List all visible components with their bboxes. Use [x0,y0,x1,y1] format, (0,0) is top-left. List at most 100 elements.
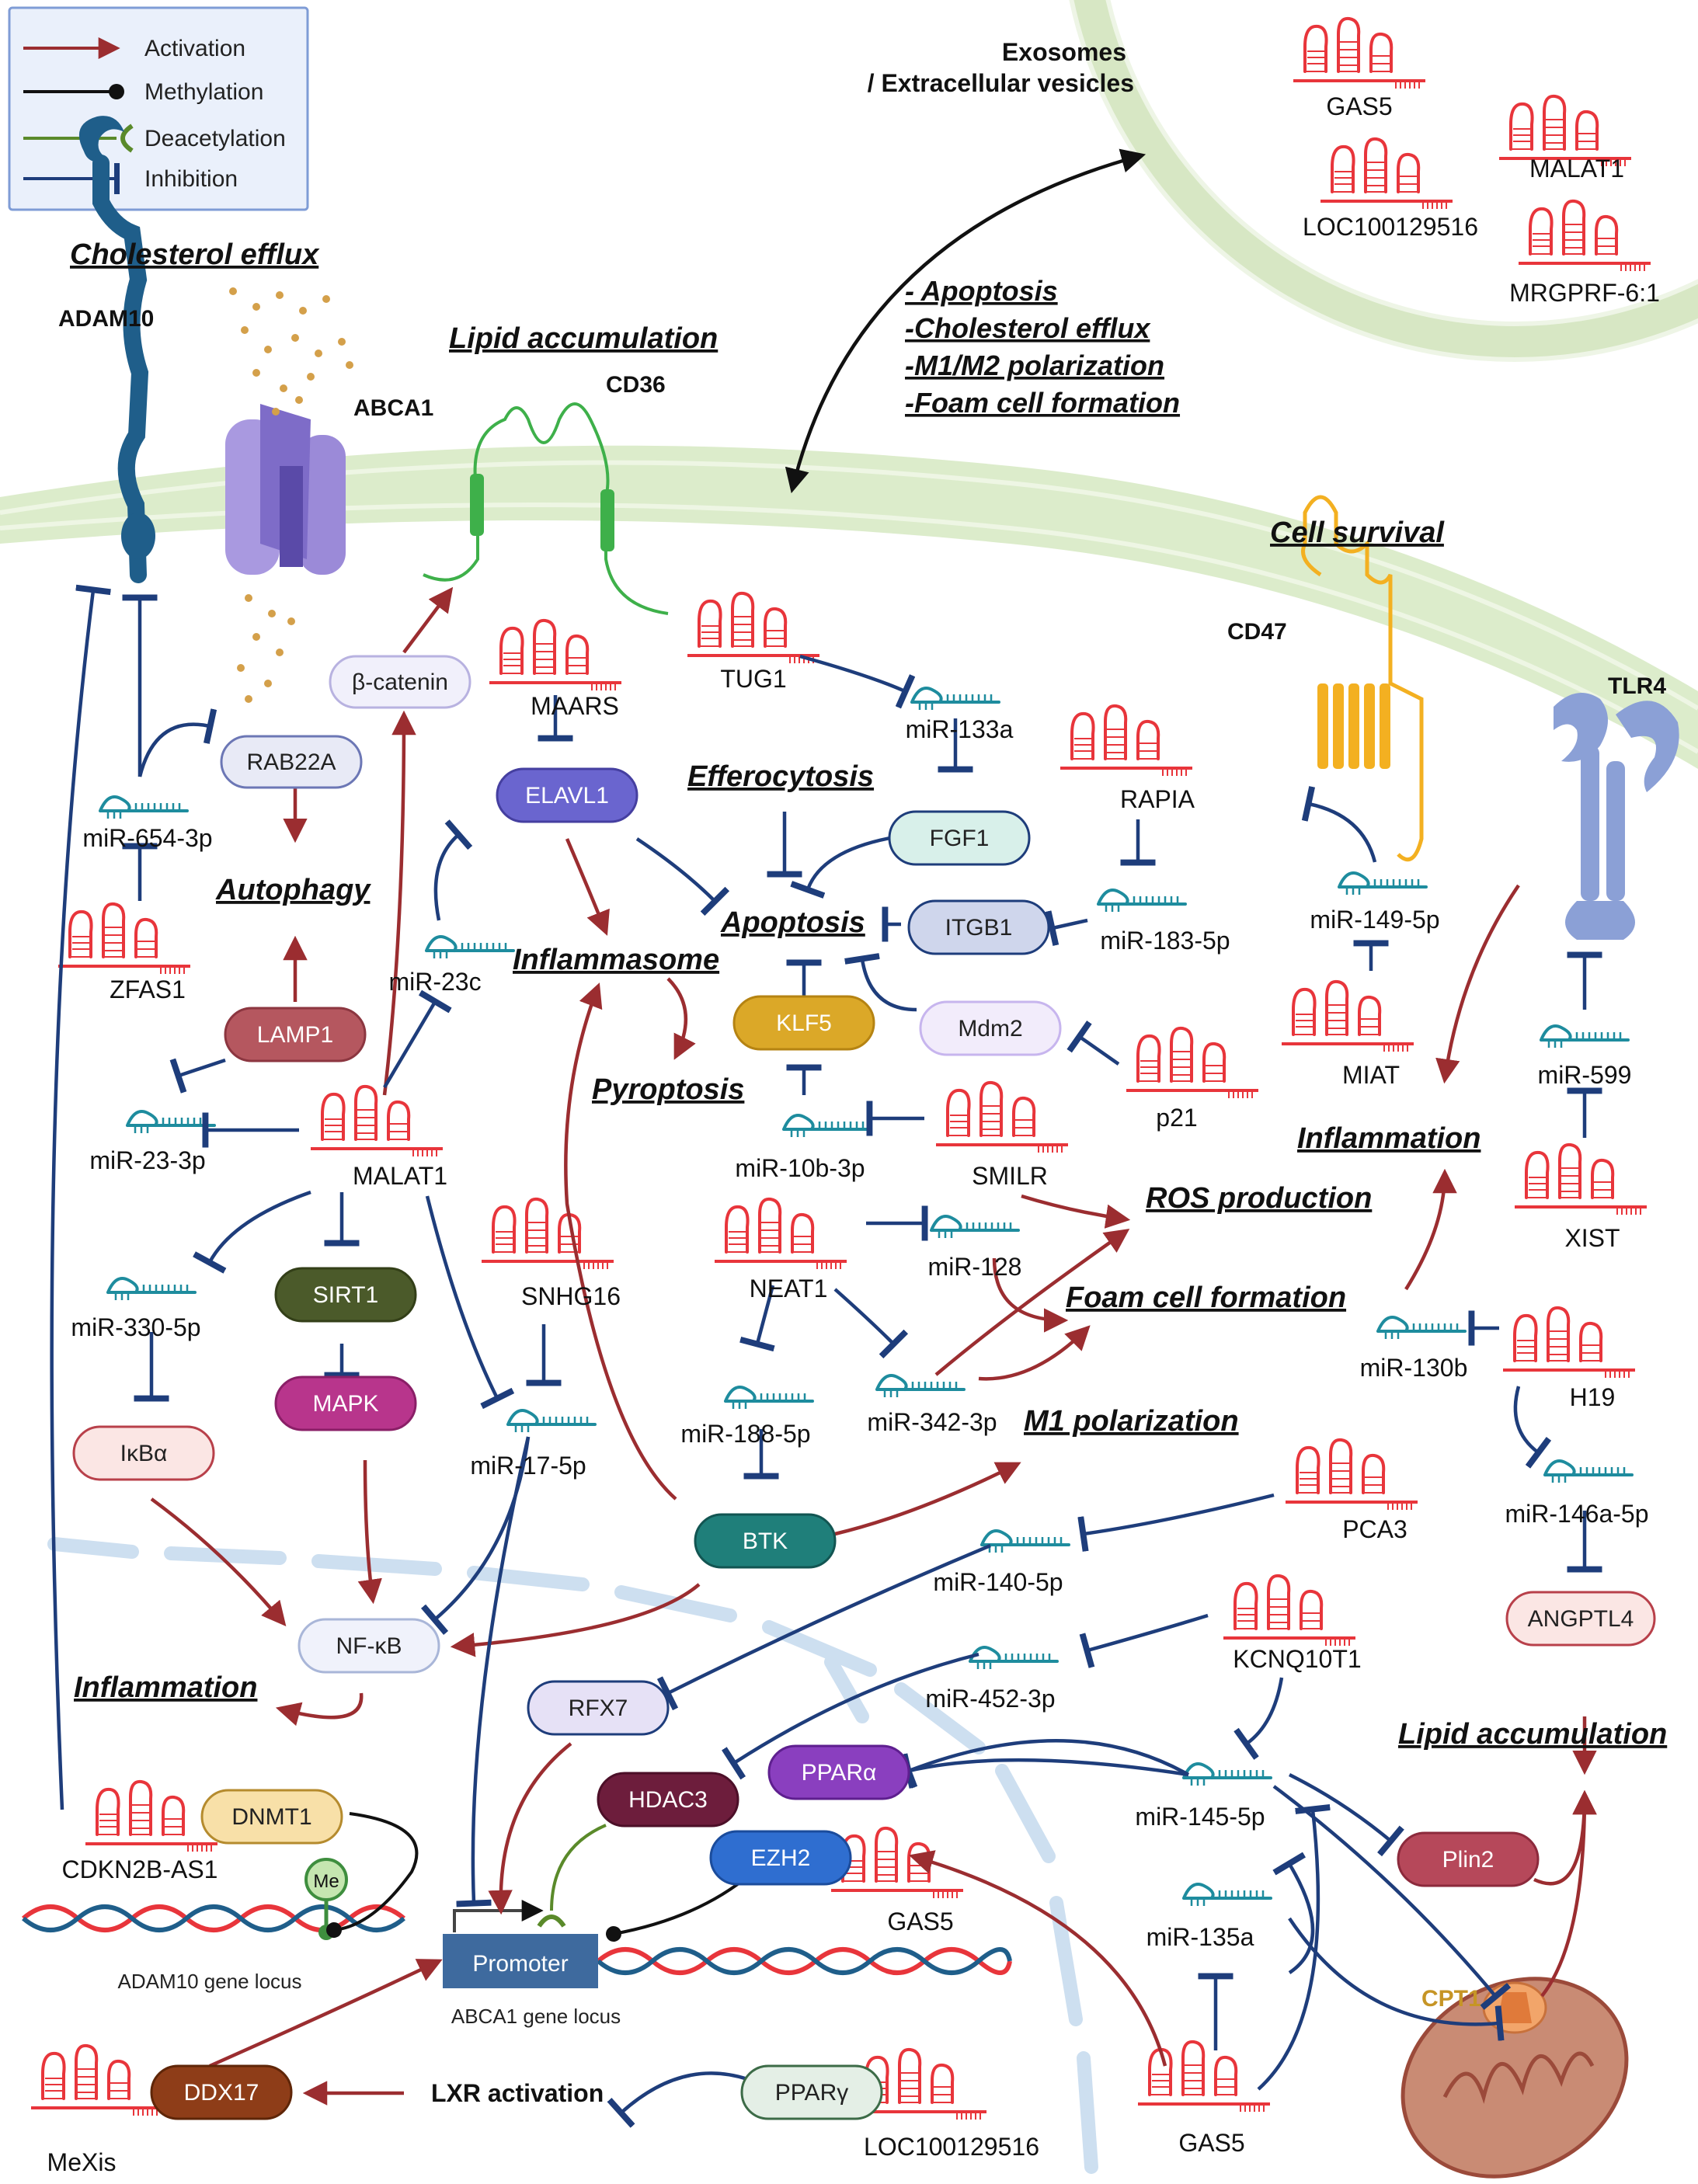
process-inflammasome: Inflammasome [513,944,719,976]
mir-10b-glyph [782,1114,872,1139]
dnmt1-methylation [326,1812,419,1938]
lamp1-label: LAMP1 [257,1022,333,1048]
mapk-node [274,1375,417,1431]
process-foam-cell-formation: Foam cell formation [1066,1282,1346,1314]
lncrna-labels: MAARS TUG1 RAPIA ZFAS1 MALAT1 SNHG16 SMI… [47,665,1620,2176]
mir-342-label: miR-342-3p [867,1408,997,1436]
process-lipid-accumulation-top: Lipid accumulation [449,322,718,355]
exo-mrgprf-label: MRGPRF-6:1 [1509,279,1660,307]
mirna-labels: miR-133a miR-654-3p miR-23c miR-23-3p mi… [71,715,1648,1951]
mir-342-glyph [875,1374,966,1399]
malat1-rna [311,1084,443,1158]
p21-rna [1126,1026,1258,1100]
mitochondrion [1401,1977,1629,2179]
fgf1-label: FGF1 [930,826,990,851]
dna-adam10 [22,1904,405,1932]
cpt1-label: CPT1 [1421,1986,1481,2012]
rfx7-node [527,1680,670,1736]
protein-labels: β-catenin RAB22A ELAVL1 FGF1 ITGB1 KLF5 … [120,669,1634,2106]
nuclear-envelope [47,1537,1098,2174]
process-pyroptosis: Pyroptosis [592,1073,744,1106]
beta-catenin-label: β-catenin [352,669,448,695]
mir-130b-label: miR-130b [1360,1354,1468,1382]
mir-188-label: miR-188-5p [680,1420,810,1448]
xist-rna [1515,1142,1647,1216]
kcnq1ot1-label: KCNQ10T1 [1233,1645,1361,1673]
neat1-label: NEAT1 [750,1275,828,1302]
process-autophagy: Autophagy [215,874,371,906]
cdkn2b-rna [85,1779,217,1853]
xist-label: XIST [1564,1224,1620,1252]
pca3-label: PCA3 [1342,1515,1407,1543]
mir-133a-glyph [910,687,1000,711]
ezh2-label: EZH2 [751,1845,811,1871]
exosome-vesicle [1069,0,1698,362]
exosome-title-1: Exosomes [1002,38,1126,66]
btk-node [694,1513,837,1569]
mir-183-label: miR-183-5p [1100,927,1230,955]
promoter-box [443,1934,598,1988]
activation-arrows [150,586,1597,2106]
cd47-receptor [1301,495,1424,862]
rfx7-label: RFX7 [569,1695,628,1721]
abca1-label: ABCA1 [353,395,433,421]
adam10-locus-label: ADAM10 gene locus [117,1970,301,1993]
plin2-node [1397,1831,1540,1887]
mir-128-label: miR-128 [928,1253,1022,1281]
sirt1-label: SIRT1 [313,1282,378,1308]
legend-deacetylation-label: Deacetylation [144,126,286,151]
ikba-label: IκBα [120,1441,168,1466]
btk-label: BTK [743,1528,788,1554]
snhg16-rna [482,1197,614,1271]
me-tag [304,1858,348,1901]
tug1-label: TUG1 [720,665,786,693]
mir-140-glyph [980,1529,1070,1554]
mir-10b-label: miR-10b-3p [735,1154,865,1182]
dnmt1-node [200,1789,343,1845]
mdm2-label: Mdm2 [958,1016,1022,1042]
pparg-node [740,2064,883,2120]
abca1-locus-label: ABCA1 gene locus [451,2005,621,2028]
exo-loc-rna [1320,137,1453,210]
h19-rna [1503,1306,1635,1379]
process-cell-survival: Cell survival [1270,516,1445,549]
exosome-effects: - Apoptosis -Cholesterol efflux -M1/M2 p… [905,275,1180,419]
mir-183-glyph [1097,889,1187,913]
cd47-label: CD47 [1227,619,1287,645]
process-cholesterol-efflux: Cholesterol efflux [70,238,320,271]
exo-effect-foam: -Foam cell formation [905,387,1180,419]
process-ros-production: ROS production [1146,1182,1372,1215]
exo-effect-polarization: -M1/M2 polarization [905,350,1164,381]
mir-599-label: miR-599 [1538,1061,1632,1089]
exo-loc-label: LOC100129516 [1303,213,1478,241]
ddx17-node [150,2064,293,2120]
beta-catenin-node [329,655,471,709]
process-efferocytosis: Efferocytosis [687,760,874,793]
cd36-label: CD36 [606,372,666,398]
kcnq1ot1-rna [1223,1574,1355,1647]
lxr-activation-label: LXR activation [431,2079,604,2107]
protein-nodes [72,655,1656,2120]
mir-146a-glyph [1543,1459,1634,1484]
mir-135a-label: miR-135a [1146,1923,1254,1951]
itgb1-node [907,899,1050,955]
cd36-receptor [423,402,669,615]
abca1-transporter [225,404,346,575]
gas5-mid-label: GAS5 [887,1908,953,1935]
mdm2-node [919,1000,1062,1056]
zfas1-label: ZFAS1 [110,975,186,1003]
rab22a-node [220,735,363,789]
process-inflammation-left: Inflammation [74,1671,257,1704]
inhibition-arrows [50,584,1602,2128]
miat-label: MIAT [1342,1061,1400,1089]
mir-133a-label: miR-133a [906,715,1014,743]
mir-654-glyph [99,795,189,820]
me-label: Me [313,1871,339,1892]
mir-599-glyph [1540,1024,1630,1049]
lamp1-node [224,1007,367,1062]
mir-128-glyph [930,1215,1020,1240]
angptl4-node [1505,1591,1656,1647]
malat1-label: MALAT1 [353,1162,447,1190]
mir-145-glyph [1182,1762,1272,1787]
mir-140-label: miR-140-5p [933,1568,1063,1596]
